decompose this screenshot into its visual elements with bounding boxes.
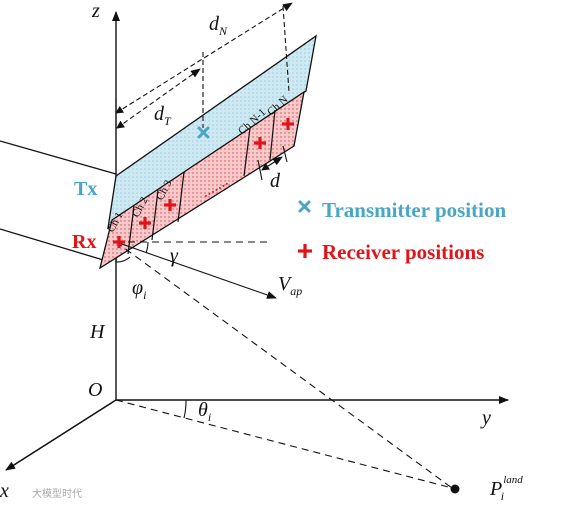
transmitter-marker: [197, 126, 210, 139]
channel-spacing-label: d: [270, 170, 281, 192]
receiver-legend-icon: [298, 244, 312, 258]
rx-label: Rx: [72, 231, 96, 253]
dimension-lines: [115, 2, 293, 181]
x-axis-label: x: [0, 480, 9, 502]
theta-arc: [183, 399, 187, 419]
origin-label: O: [88, 379, 102, 401]
transmitter-legend-icon: [298, 200, 311, 213]
phi-label: φi: [132, 277, 146, 302]
phi-arc: [115, 256, 131, 263]
ground-line-to-target: [115, 399, 453, 489]
legend: Transmitter position Receiver positions: [298, 198, 506, 264]
transmitter-legend-label: Transmitter position: [322, 198, 506, 222]
watermark: 大模型时代: [32, 487, 82, 500]
velocity-vector: [115, 241, 277, 299]
dT-label: dT: [154, 103, 172, 128]
dN-label: dN: [209, 13, 228, 38]
tx-label: Tx: [74, 178, 97, 200]
gamma-arc: [145, 241, 149, 254]
look-ray-to-target: [115, 241, 453, 489]
gamma-label: γ: [170, 245, 179, 267]
y-axis-label: y: [480, 407, 491, 429]
vap-label: Vap: [278, 273, 302, 298]
height-label: H: [89, 321, 106, 343]
z-axis-label: z: [91, 0, 100, 22]
target-point: [450, 484, 460, 494]
theta-label: θi: [198, 399, 211, 424]
platform-edges: [0, 140, 117, 263]
receiver-legend-label: Receiver positions: [322, 240, 484, 264]
receiver-markers: [113, 118, 294, 248]
look-geometry: [5, 241, 453, 489]
ground-projection: [5, 399, 117, 471]
